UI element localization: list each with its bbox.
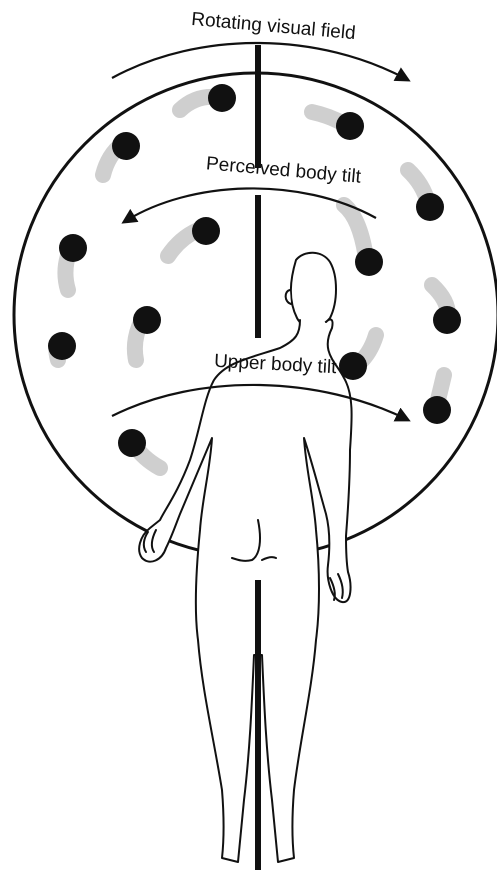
dot [336, 112, 364, 140]
rotating-field-label: Rotating visual field [190, 9, 356, 44]
dot [423, 396, 451, 424]
dot [416, 193, 444, 221]
dot [48, 332, 76, 360]
dot [59, 234, 87, 262]
dot [118, 429, 146, 457]
dot [433, 306, 461, 334]
dot [133, 306, 161, 334]
dot [355, 248, 383, 276]
dot [192, 217, 220, 245]
dot [208, 84, 236, 112]
dot [112, 132, 140, 160]
